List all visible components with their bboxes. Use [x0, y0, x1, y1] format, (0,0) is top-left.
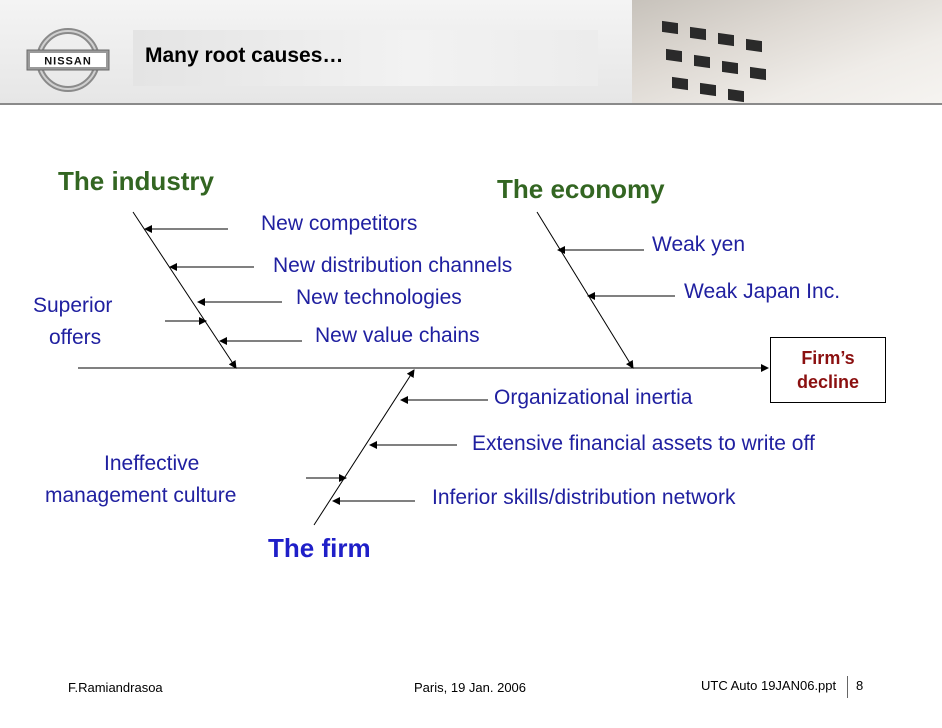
effect-line-1: Firm’s: [801, 348, 855, 368]
header-rule: [0, 103, 942, 105]
footer-place-date: Paris, 19 Jan. 2006: [414, 680, 527, 695]
cause-extensive-financial-assets: Extensive financial assets to write off: [472, 432, 815, 455]
firm-bone: [313, 369, 415, 526]
cause-ineffective: Ineffective: [104, 452, 200, 475]
cause-new-technologies: New technologies: [296, 286, 462, 309]
cause-superior: Superior: [33, 294, 113, 317]
footer-author: F.Ramiandrasoa: [68, 680, 163, 695]
title-panel: [133, 30, 598, 86]
cause-organizational-inertia: Organizational inertia: [494, 386, 693, 409]
cause-weak-yen: Weak yen: [652, 233, 745, 256]
economy-bone: [536, 211, 634, 369]
cause-management-culture: management culture: [45, 484, 237, 507]
car-photo: [632, 0, 942, 104]
page-title: Many root causes…: [145, 44, 344, 67]
cause-weak-japan-inc: Weak Japan Inc.: [684, 280, 841, 303]
effect-box: Firm’s decline: [770, 337, 886, 403]
cause-offers: offers: [49, 326, 102, 349]
effect-line-2: decline: [796, 372, 860, 392]
footer-file: UTC Auto 19JAN06.ppt: [701, 678, 837, 693]
cause-new-distribution-channels: New distribution channels: [273, 254, 513, 277]
cause-new-competitors: New competitors: [261, 212, 418, 235]
industry-bone: [132, 211, 237, 369]
category-firm: The firm: [268, 533, 371, 563]
category-economy: The economy: [497, 174, 665, 204]
cause-new-value-chains: New value chains: [315, 324, 480, 347]
logo-text: NISSAN: [44, 56, 92, 68]
nissan-logo-icon: NISSAN: [26, 28, 110, 92]
footer-page-number: 8: [856, 678, 864, 693]
cause-inferior-skills: Inferior skills/distribution network: [432, 486, 736, 509]
footer-separator: [847, 676, 848, 698]
category-industry: The industry: [58, 166, 215, 196]
